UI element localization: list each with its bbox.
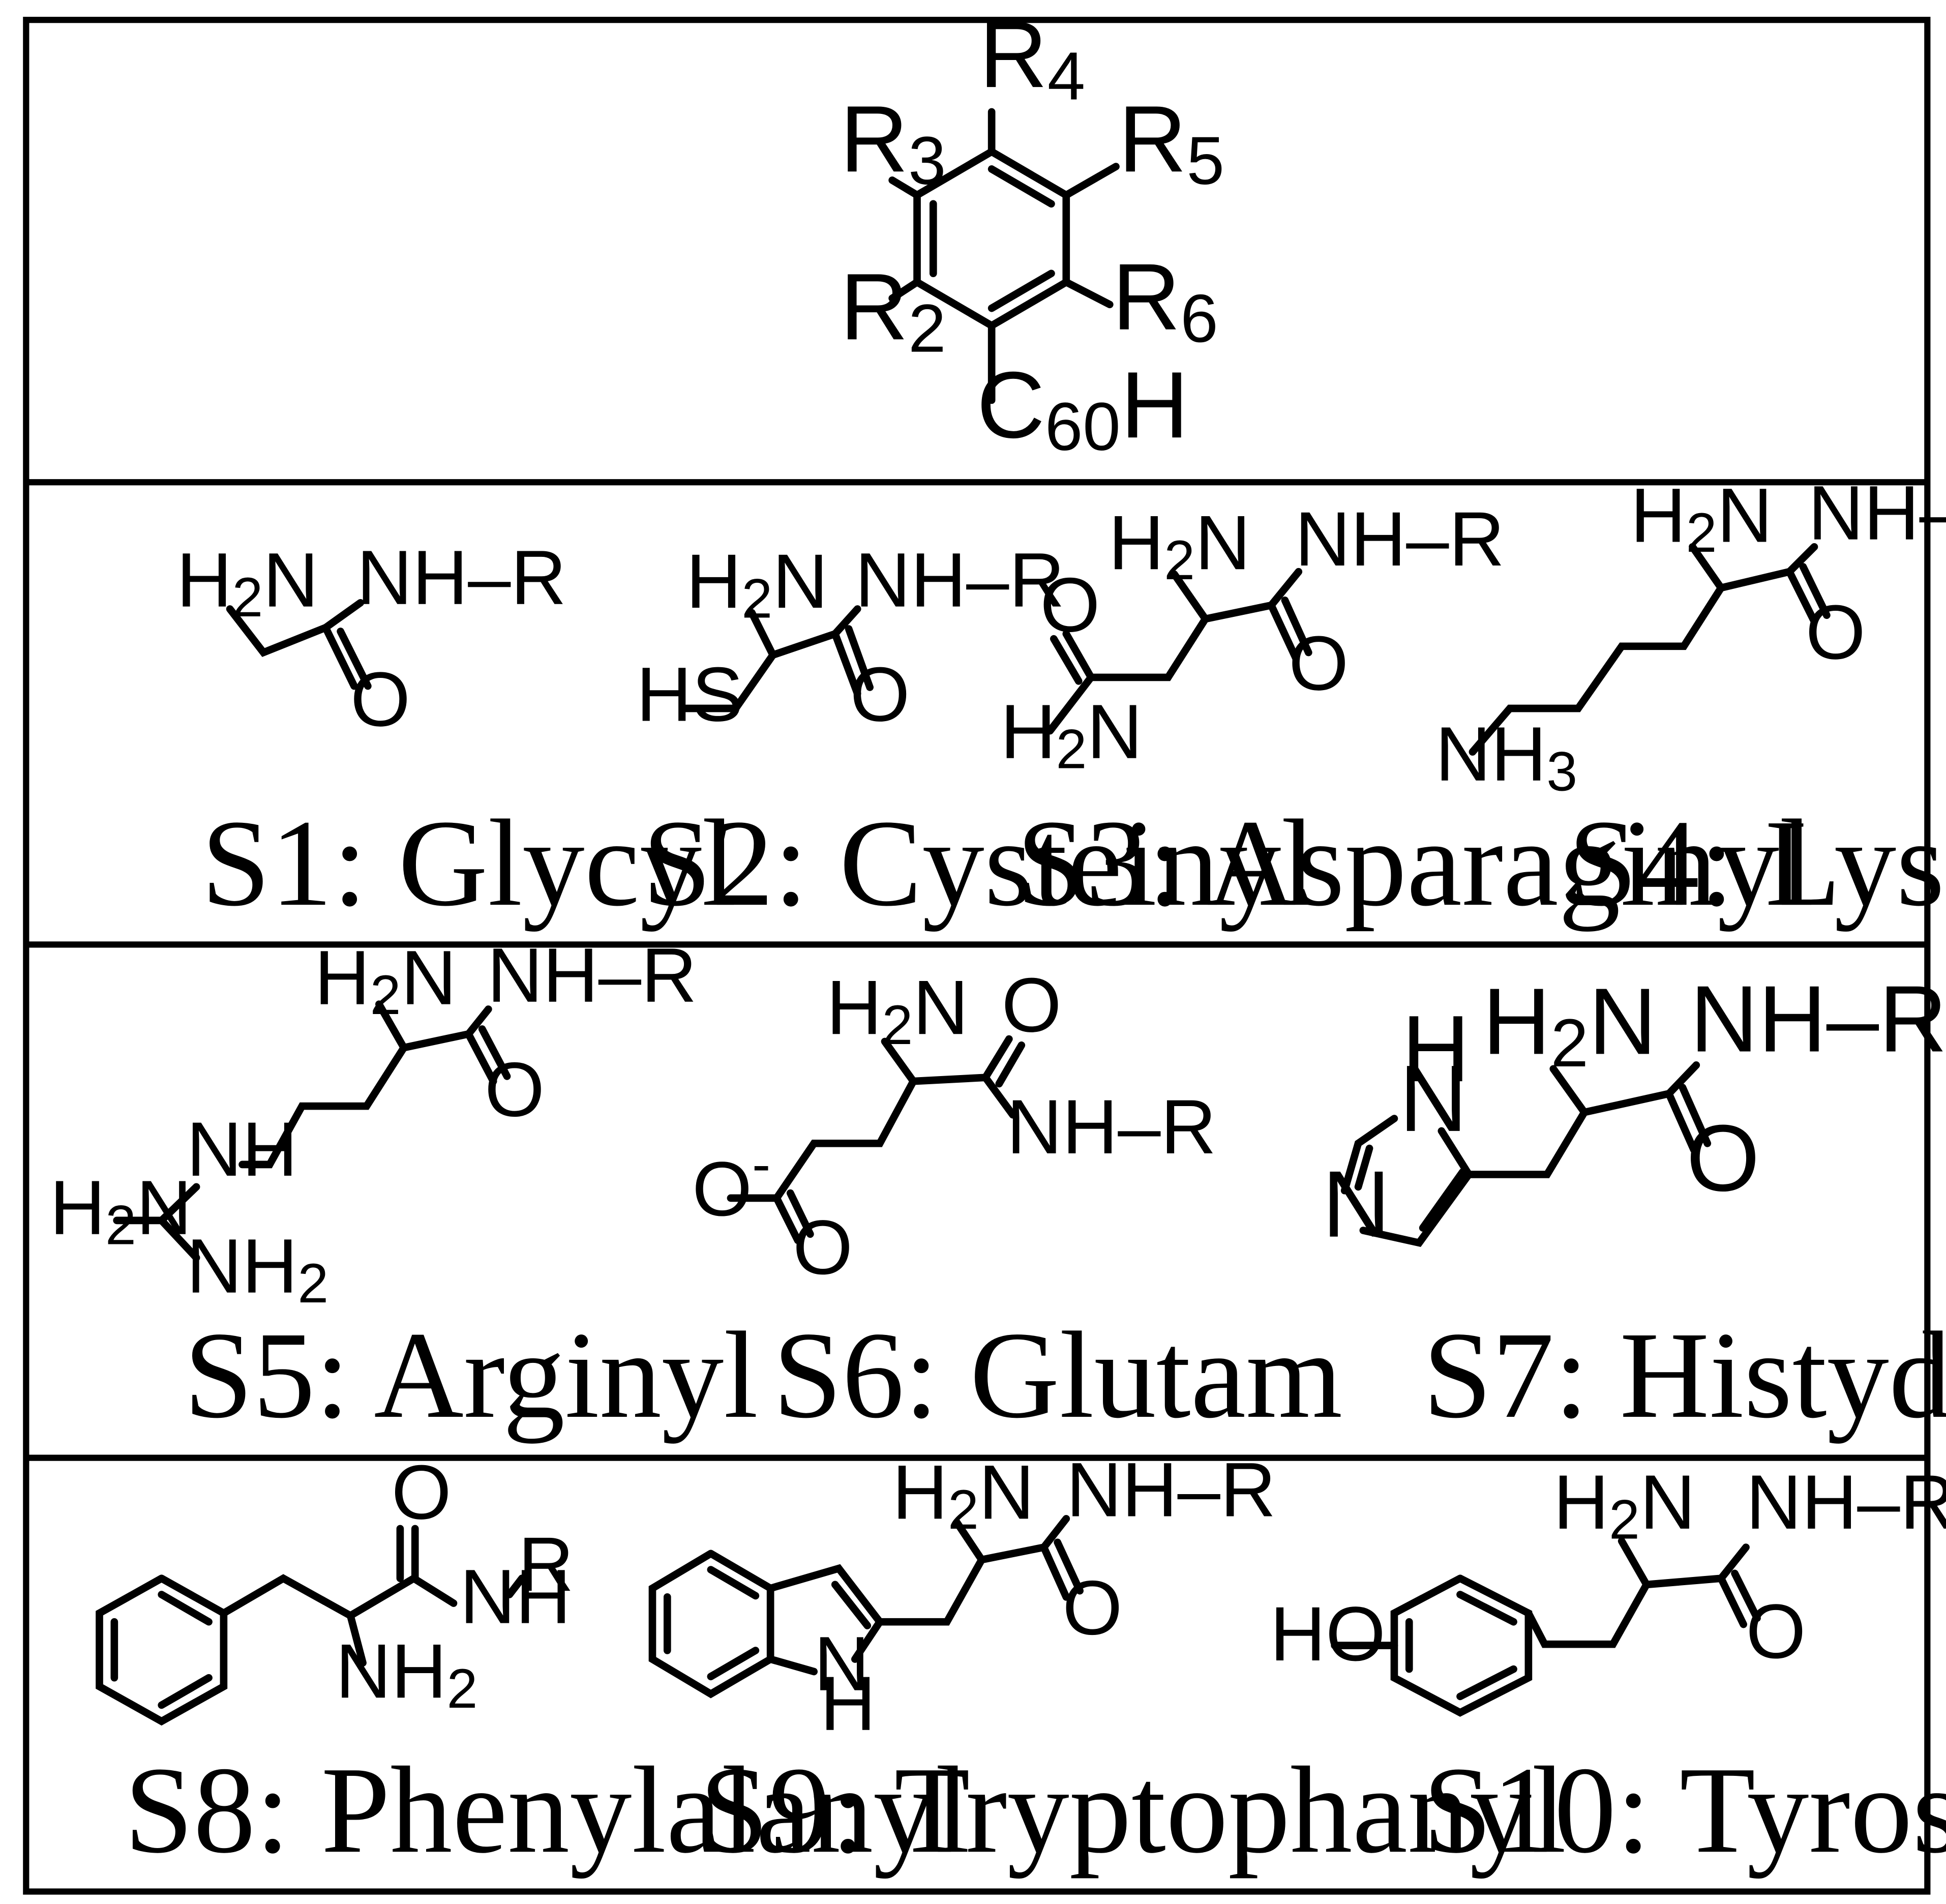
s10-oxygen-label: O — [1746, 1589, 1806, 1675]
caption-s9: S9: Tryptophanyl — [700, 1741, 1566, 1879]
caption-s6: S6: Glutam — [773, 1306, 1342, 1444]
structure-s1-glycyl: H2N NH–R O — [176, 535, 566, 742]
s10-amine-label: H2N — [1553, 1460, 1696, 1551]
r3-label: R3 — [840, 86, 946, 198]
s9-ring-n-label: N — [814, 1621, 870, 1707]
table-frame — [23, 17, 1931, 1895]
s9-oxygen-label: O — [1062, 1565, 1122, 1651]
s8-r-label: R — [518, 1522, 574, 1608]
structure-s5-arginyl: H2N NH–R O NH H2N NH2 — [50, 933, 697, 1315]
s9-amide-label: NH–R — [1066, 1447, 1276, 1533]
s7-ring-n-label: N — [1322, 1152, 1390, 1257]
s7-ring-nh-label: N — [1399, 1046, 1468, 1151]
core-bonds — [888, 108, 1120, 404]
structure-s6-glutam: H2N O NH–R O- O — [692, 962, 1216, 1291]
caption-s10: S10: Tyrosyl — [1423, 1741, 1946, 1879]
s6-oxygen-b-label: O — [793, 1205, 853, 1291]
s7-amide-label: NH–R — [1690, 967, 1946, 1072]
s10-hydroxyl-label: HO — [1270, 1591, 1386, 1677]
structure-s10-tyrosyl: HO H2N NH–R O — [1270, 1460, 1946, 1717]
s7-oxygen-label: O — [1686, 1106, 1759, 1211]
c60h-label: C60H — [977, 352, 1189, 464]
caption-s2: S2: Cysteinyl — [642, 794, 1315, 932]
s6-amide-label: NH–R — [1006, 1084, 1216, 1170]
s3-amide-label: NH–R — [1295, 496, 1504, 582]
s5-oxygen-label: O — [485, 1047, 545, 1133]
caption-s8: S8: Phenylalanyl — [124, 1741, 970, 1879]
s9-ring-h-label: H — [820, 1661, 876, 1747]
s6-oxygen-a-label: O — [1002, 962, 1062, 1048]
caption-s1: S1: Glycyl — [201, 794, 736, 932]
s10-amide-label: NH–R — [1746, 1460, 1946, 1545]
caption-s5: S5: Arginyl — [184, 1306, 758, 1444]
s5-amine-label: H2N — [314, 935, 457, 1027]
caption-s7: S7: Histydyl — [1423, 1306, 1946, 1444]
core-structure: R4 R3 R5 R2 R6 C60H — [840, 2, 1224, 465]
s3-oxygen-a-label: O — [1289, 620, 1349, 706]
s5-guanidine-nh-label: NH — [187, 1107, 298, 1193]
structure-s2-cysteinyl: H2N NH–R O HS — [636, 538, 1065, 738]
structure-s9-tryptophanyl: H2N NH–R O N H — [648, 1447, 1276, 1747]
structure-s8-phenylalanyl: O NH R NH2 — [96, 1449, 574, 1726]
r6-label: R6 — [1112, 245, 1218, 356]
r5-label: R5 — [1118, 86, 1224, 198]
s2-amide-label: NH–R — [855, 538, 1064, 623]
s5-guanidine-h2n-label: H2N — [50, 1165, 192, 1257]
s4-oxygen-label: O — [1806, 589, 1866, 675]
caption-s3: S3: Asparaginyl — [1016, 794, 1814, 932]
structure-s3-asparaginyl: H2N NH–R O O H2N — [1000, 496, 1505, 780]
s8-amide-nh-label: NH — [460, 1554, 571, 1640]
s5-guanidine-nh2-label: NH2 — [187, 1224, 328, 1315]
s4-amine-label: H2N — [1630, 473, 1773, 564]
s7-amine-label: H2N — [1482, 969, 1657, 1081]
s3-oxygen-b-label: O — [1040, 562, 1100, 648]
s2-amine-label: H2N — [686, 539, 828, 630]
s3-amine-label: H2N — [1109, 500, 1251, 591]
r4-label: R4 — [979, 2, 1086, 114]
s5-amide-label: NH–R — [487, 933, 697, 1019]
s4-terminal-amine-label: NH3 — [1435, 711, 1577, 803]
s6-amine-label: H2N — [826, 965, 969, 1056]
structure-s4-lysyl: H2N NH–R O NH3 — [1435, 470, 1946, 803]
s1-amide-label: NH–R — [356, 535, 566, 621]
s3-side-amide-label: H2N — [1000, 689, 1143, 781]
r2-label: R2 — [840, 254, 946, 366]
caption-s4: S4: Lysyl — [1568, 794, 1946, 932]
s7-ring-h-label: H — [1402, 996, 1470, 1102]
structure-s7-histydyl: H N N H2N NH–R O — [1322, 967, 1946, 1257]
s8-amine-label: NH2 — [336, 1628, 478, 1720]
s4-amide-label: NH–R — [1808, 470, 1946, 556]
s1-amine-label: H2N — [176, 538, 319, 629]
s6-carboxylate-o-label: O- — [692, 1134, 770, 1233]
s2-oxygen-label: O — [850, 651, 910, 737]
s8-oxygen-label: O — [392, 1449, 452, 1535]
s9-amine-label: H2N — [892, 1449, 1035, 1541]
s2-thiol-label: HS — [636, 651, 743, 737]
s1-oxygen-label: O — [350, 657, 410, 742]
